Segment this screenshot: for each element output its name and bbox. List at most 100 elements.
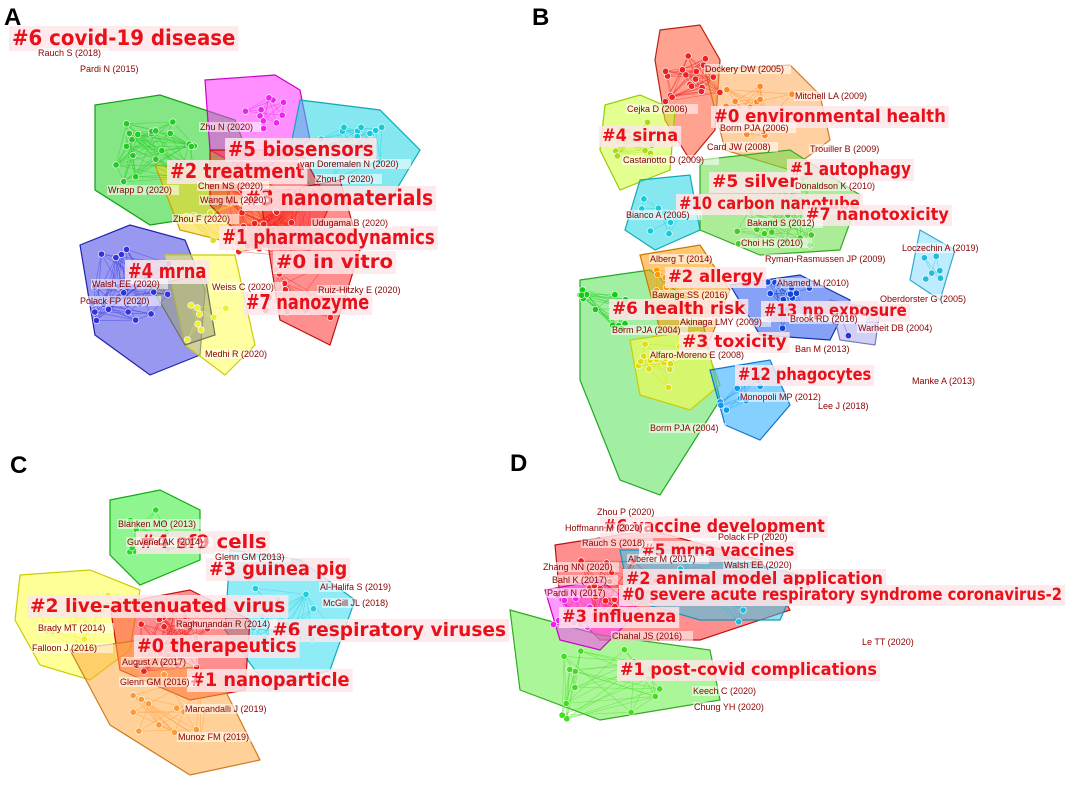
panel-letter-a: A [4,4,21,31]
reference-node [560,652,568,660]
reference-node [80,635,88,643]
reference-label: Glenn GM (2016) [120,677,190,687]
citation-edge [187,314,200,340]
reference-node [601,597,609,605]
author-label-bg [121,657,198,667]
citation-edge [143,666,197,672]
labels-layer: #6 covid-19 disease#5 biosensors#2 treat… [4,4,1065,742]
author-label-bg [627,554,709,564]
author-label-bg [717,532,799,542]
reference-node [766,289,774,297]
citation-edge [115,130,157,166]
reference-label: Brady MT (2014) [38,623,105,633]
author-label-bg [625,210,702,220]
citation-edge [115,143,190,166]
cluster-label-bg [273,251,397,274]
author-label-bg [861,637,923,647]
reference-label: Castanotto D (2009) [623,155,704,165]
reference-label: Borm PJA (2006) [720,123,789,133]
citation-edge [126,121,173,125]
citation-edge [132,695,160,726]
cluster-label: #0 environmental health [714,106,946,127]
citation-edge [123,155,134,182]
reference-node [936,267,944,275]
reference-node [152,155,160,163]
citation-edge [94,311,152,315]
reference-label: Alfaro-Moreno E (2008) [650,350,744,360]
cluster-label: #5 biosensors [228,137,374,161]
reference-node [735,618,743,626]
reference-node [132,316,140,324]
reference-label: Dockery DW (2005) [705,64,784,74]
reference-label: Manke A (2013) [912,376,975,386]
reference-node [135,727,143,735]
author-label-bg [764,254,891,264]
reference-label: Al-Halifa S (2019) [320,582,391,592]
citation-edge [640,361,669,388]
reference-label: Chen NS (2020) [198,181,263,191]
citation-edge [94,311,136,321]
reference-label: Zhang NN (2020) [543,562,613,572]
citation-edge [123,158,156,182]
cluster-label: #1 post-covid complications [620,660,877,680]
citation-edge [562,711,632,716]
author-label-bg [551,575,618,585]
reference-label: Trouiller B (2009) [810,144,879,154]
citation-edge [123,139,133,182]
cluster-label-bg [9,26,239,51]
citation-edge [123,292,168,295]
reference-node [257,106,265,114]
author-label-bg [322,598,404,608]
author-label-bg [299,159,411,169]
author-label-bg [693,702,770,712]
cluster-label: #4 sirna [602,126,678,146]
citation-edge [245,110,283,116]
citation-edge [726,89,793,95]
reference-node [147,310,155,318]
cluster-label-bg [219,226,438,250]
cluster-label-bg [134,635,300,658]
reference-node [140,667,148,675]
reference-node [120,289,128,297]
author-label-bg [794,91,886,101]
reference-node [187,301,195,309]
reference-node [611,291,619,299]
author-label-bg [214,552,291,562]
reference-label: Ahamed M (2010) [777,278,849,288]
cluster-label: #3 nanomaterials [245,186,433,210]
cluster-label-bg [735,365,875,386]
citation-edge [151,133,192,147]
author-label-bg [817,401,879,411]
reference-node [563,715,571,723]
reference-label: Card JW (2008) [707,142,771,152]
reference-label: Chung YH (2020) [694,702,764,712]
author-label-bg [649,254,726,264]
author-label-bg [197,181,269,191]
citation-edge [132,695,201,740]
cluster-hull [909,229,956,301]
reference-node [684,52,692,60]
reference-node [654,271,662,279]
reference-node [241,107,249,115]
citation-edge [735,86,761,102]
reference-node [558,711,566,719]
reference-label: Udugama B (2020) [312,218,388,228]
author-label-bg [317,285,419,295]
reference-node [183,336,191,344]
reference-label: Mitchell LA (2009) [795,91,867,101]
reference-label: Lee J (2018) [818,401,869,411]
author-label-bg [564,523,651,533]
author-label-bg [879,294,981,304]
reference-node [128,136,136,144]
author-label-bg [177,732,254,742]
reference-label: Rauch S (2018) [582,538,645,548]
author-label-bg [622,155,719,165]
reference-label: Munoz FM (2019) [178,732,249,742]
reference-node [129,152,137,160]
reference-label: Ruiz-Hitzky E (2020) [318,285,401,295]
citation-edge [263,102,284,122]
reference-node [936,274,944,282]
reference-label: Walsh EE (2020) [92,279,160,289]
reference-node [640,195,648,203]
cluster-label-bg [559,607,680,628]
